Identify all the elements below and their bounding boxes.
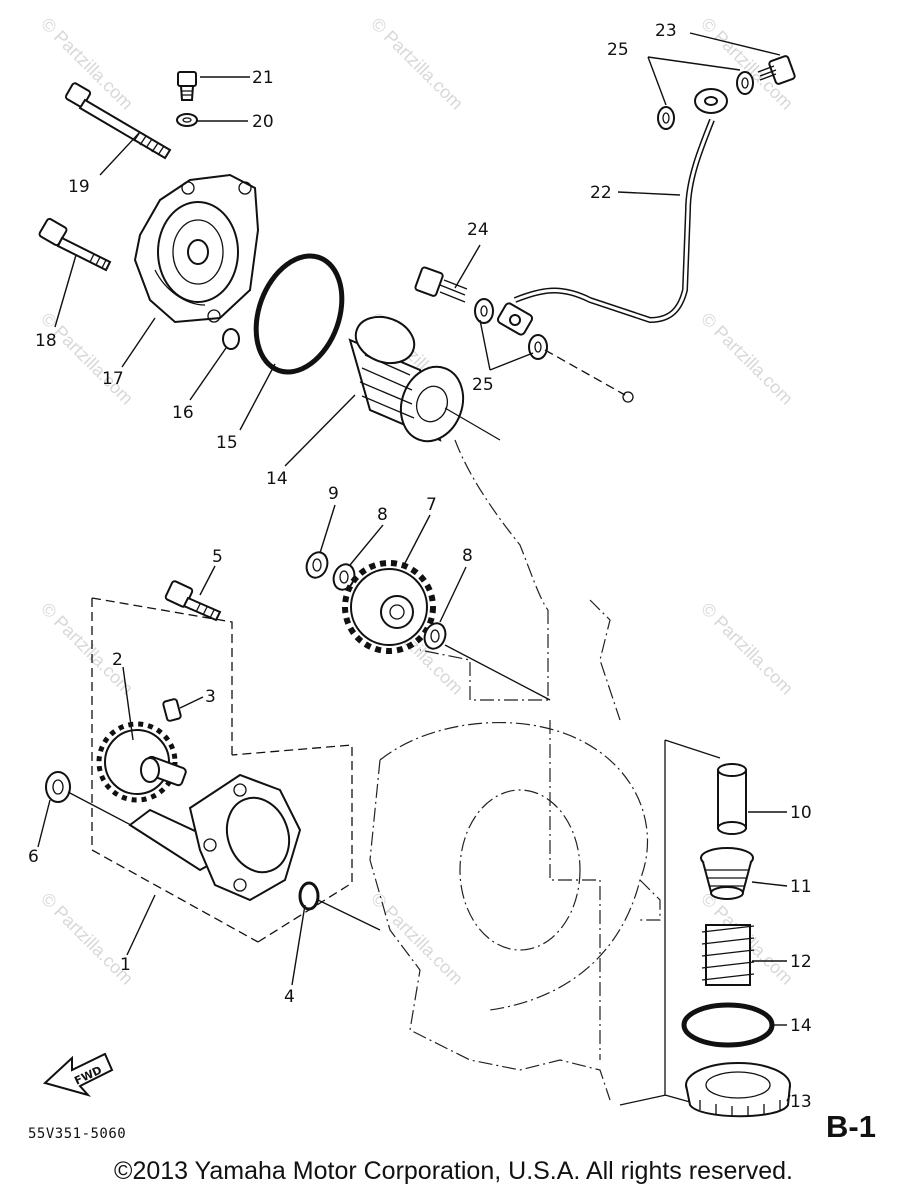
callout-20: 19 <box>68 177 90 197</box>
banjo-bolt-top <box>757 55 796 85</box>
oil-pump-body <box>128 773 302 902</box>
bleed-screw <box>177 71 197 101</box>
callout-8-right: 8 <box>462 546 473 566</box>
callout-22: 21 <box>252 68 274 88</box>
long-bolt <box>64 82 172 160</box>
callout-24-middle: 24 <box>467 220 489 240</box>
copper-washers <box>474 71 754 403</box>
watermark-layer: © Partzilla.com © Partzilla.com © Partzi… <box>37 14 797 989</box>
callout-25-middle: 25 <box>472 375 494 395</box>
callout-25-top: 25 <box>607 40 629 60</box>
forward-arrow: FWD <box>43 1052 114 1097</box>
relief-valve-spring <box>701 924 755 986</box>
callout-11: 11 <box>790 877 812 897</box>
callout-4: 4 <box>284 987 295 1007</box>
callout-3: 3 <box>205 687 216 707</box>
pump-circlip <box>298 881 381 931</box>
callout-18: 17 <box>102 369 124 389</box>
pump-driven-gear <box>96 721 187 803</box>
dowel-pin <box>162 698 182 722</box>
watermark: © Partzilla.com <box>697 309 797 409</box>
oil-delivery-pipe <box>496 88 728 336</box>
callout-8-left: 8 <box>377 505 388 525</box>
diagram-part-number: 55V351-5060 <box>28 1126 127 1142</box>
watermark: © Partzilla.com <box>37 309 137 409</box>
callout-5: 5 <box>212 547 223 567</box>
banjo-bolt-middle <box>414 266 468 303</box>
filter-cover-o-ring <box>253 253 345 375</box>
callout-1: 1 <box>120 955 131 975</box>
section-id: B-1 <box>826 1109 876 1144</box>
small-o-ring <box>222 328 240 350</box>
callout-23: 22 <box>590 183 612 203</box>
callout-24-top: 23 <box>655 21 677 41</box>
callout-7: 7 <box>426 495 437 515</box>
leader-lines <box>37 32 791 1102</box>
pump-drive-gear <box>342 560 436 654</box>
washer-8-right <box>423 622 551 701</box>
bleed-washer <box>176 113 198 127</box>
collar <box>45 771 151 836</box>
relief-valve-plunger <box>717 763 747 835</box>
callout-15: 14 <box>266 469 288 489</box>
callout-6: 6 <box>28 847 39 867</box>
callout-9: 9 <box>328 484 339 504</box>
watermark: © Partzilla.com <box>697 599 797 699</box>
callout-13: 13 <box>790 1092 812 1112</box>
engine-case-outline <box>369 439 661 1101</box>
callout-14: 14 <box>790 1016 812 1036</box>
copyright-notice: ©2013 Yamaha Motor Corporation, U.S.A. A… <box>114 1157 793 1185</box>
oil-pump-assembly-box <box>91 597 353 943</box>
callout-16: 15 <box>216 433 238 453</box>
watermark: © Partzilla.com <box>37 599 137 699</box>
pump-bolt <box>164 580 222 622</box>
callout-2: 2 <box>112 650 123 670</box>
relief-valve-bracket <box>619 739 721 1106</box>
callout-21: 20 <box>252 112 274 132</box>
relief-valve-body <box>700 847 754 900</box>
callout-12: 12 <box>790 952 812 972</box>
callout-labels: 21 20 19 18 17 16 15 14 22 23 25 24 25 9… <box>28 21 812 1112</box>
callout-19: 18 <box>35 331 57 351</box>
callout-17: 16 <box>172 403 194 423</box>
relief-valve-plug <box>685 1062 791 1118</box>
callout-10: 10 <box>790 803 812 823</box>
circlip-9 <box>305 551 329 579</box>
oil-filter <box>348 315 501 443</box>
relief-valve-o-ring <box>681 1002 775 1048</box>
watermark: © Partzilla.com <box>367 14 467 114</box>
short-bolt <box>38 217 112 272</box>
oil-filter-cover <box>133 173 260 324</box>
